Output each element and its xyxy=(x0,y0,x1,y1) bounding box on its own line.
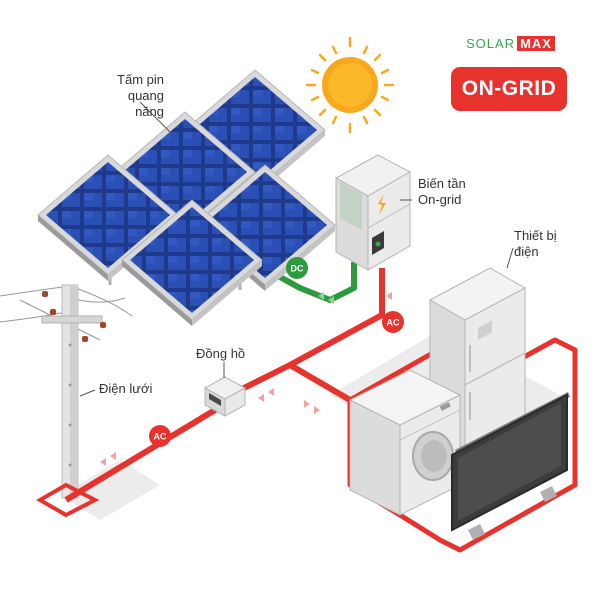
label-solar-panels: Tấm pin quang năng xyxy=(96,72,164,120)
ac-tag-lower-text: AC xyxy=(154,432,167,442)
label-appliances: Thiết bị điện xyxy=(514,228,557,260)
brand-max: MAX xyxy=(517,36,555,51)
label-inverter-line2: On-grid xyxy=(418,192,462,207)
label-solar-panels-line2: quang năng xyxy=(127,88,164,119)
dc-tag: DC xyxy=(286,257,308,279)
ac-tag-lower: AC xyxy=(149,425,171,447)
dc-tag-text: DC xyxy=(291,264,304,274)
label-solar-panels-line1: Tấm pin xyxy=(117,72,164,87)
ac-tag-upper: AC xyxy=(382,311,404,333)
sun-icon xyxy=(305,36,395,134)
label-meter: Đồng hồ xyxy=(196,346,246,361)
washing-machine xyxy=(348,369,462,516)
dc-wiring xyxy=(256,262,357,304)
on-grid-badge: ON-GRID xyxy=(451,67,567,111)
label-appliances-line2: điện xyxy=(514,244,539,259)
electric-meter xyxy=(203,376,247,417)
television xyxy=(451,392,570,540)
label-inverter: Biến tần On-grid xyxy=(418,176,466,208)
label-appliances-line1: Thiết bị xyxy=(514,228,557,243)
utility-pole xyxy=(0,284,133,499)
brand-solar: SOLAR xyxy=(466,36,516,51)
leader-lines xyxy=(79,101,514,397)
label-grid: Điện lưới xyxy=(99,381,153,396)
label-inverter-line1: Biến tần xyxy=(418,176,466,191)
ac-tag-upper-text: AC xyxy=(387,318,400,328)
lightning-icon xyxy=(378,194,386,215)
solar-panel-array xyxy=(37,69,336,327)
inverter xyxy=(334,154,412,271)
